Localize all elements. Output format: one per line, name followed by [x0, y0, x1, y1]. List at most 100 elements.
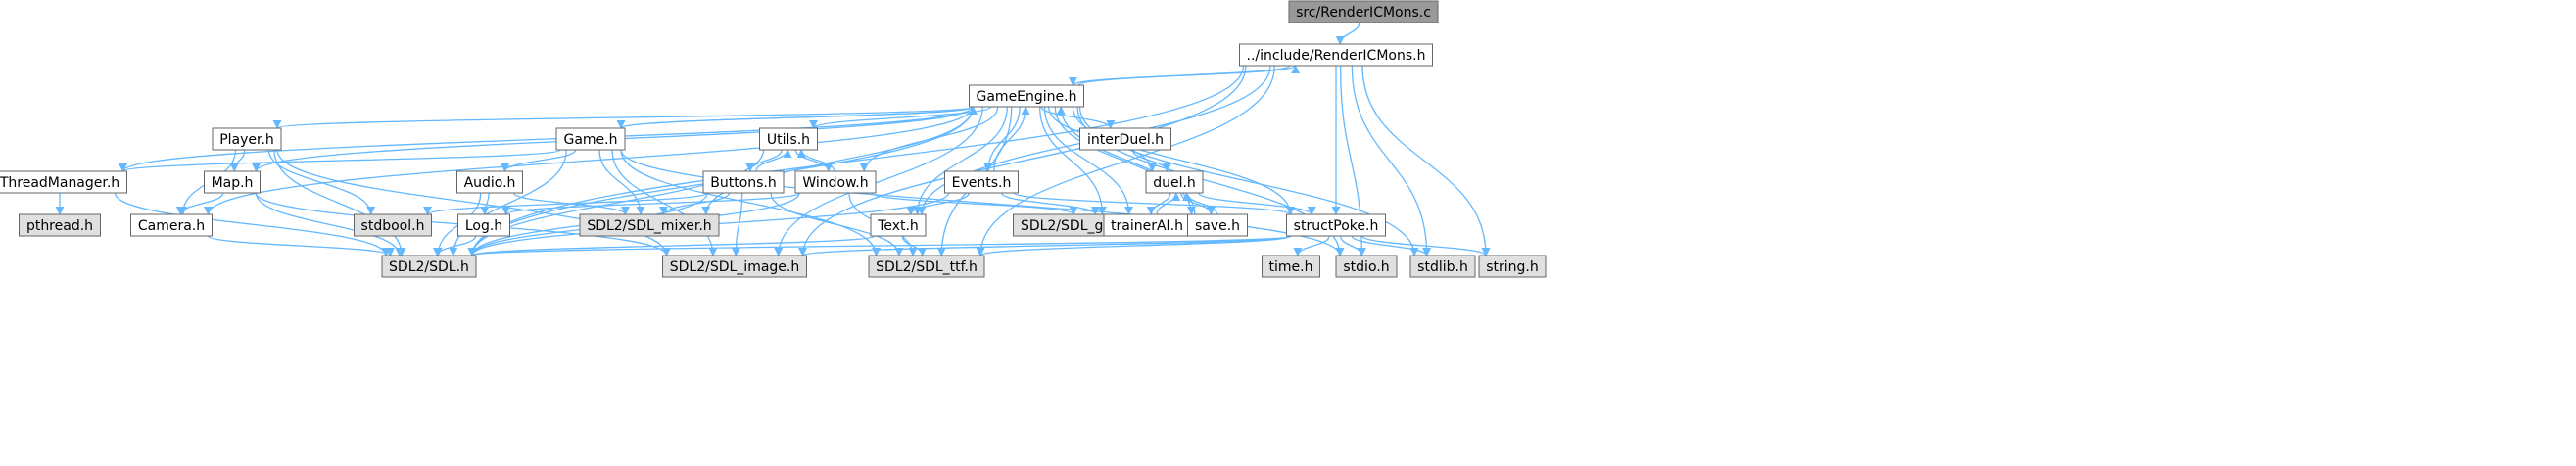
edge-gameengine-to-sdl-mixer	[701, 106, 975, 215]
edge-utils-to-sdl	[467, 149, 765, 256]
edge-game-to-gameengine	[620, 106, 978, 129]
edge-log-to-sdl	[432, 235, 477, 256]
node-stdio: stdio.h	[1335, 255, 1398, 278]
node-label: Camera.h	[138, 218, 205, 234]
node-box	[662, 255, 807, 278]
edge-duel-to-save	[1179, 192, 1216, 215]
node-label: GameEngine.h	[977, 89, 1077, 105]
edge-map-to-sdl	[255, 192, 405, 256]
node-window[interactable]: Window.h	[794, 170, 877, 194]
edge-utils-to-window	[794, 149, 834, 172]
node-buttons[interactable]: Buttons.h	[702, 170, 785, 194]
edge-window-to-sdl-gc	[871, 192, 1078, 215]
nodes-layer: src/RenderICMons.c ../include/RenderICMon…	[0, 0, 1547, 278]
node-label: SDL2/SDL.h	[389, 259, 469, 275]
node-box	[1409, 255, 1476, 278]
node-sdl: SDL2/SDL.h	[381, 255, 477, 278]
node-label: trainerAI.h	[1111, 218, 1183, 234]
node-string: string.h	[1478, 255, 1547, 278]
node-box	[130, 213, 213, 237]
edge-buttons-to-sdl-image	[731, 192, 743, 256]
node-camera[interactable]: Camera.h	[130, 213, 213, 237]
edge-structpoke-to-sdl-ttf	[976, 235, 1292, 256]
node-pthread: pthread.h	[19, 213, 101, 237]
node-label: structPoke.h	[1294, 218, 1379, 234]
node-label: duel.h	[1153, 175, 1196, 191]
node-map[interactable]: Map.h	[204, 170, 261, 194]
edge-player-to-map	[229, 149, 246, 172]
node-box	[1239, 43, 1433, 67]
node-box	[1187, 213, 1248, 237]
node-label: Audio.h	[464, 175, 516, 191]
node-utils[interactable]: Utils.h	[759, 127, 818, 151]
node-audio[interactable]: Audio.h	[456, 170, 523, 194]
node-duel[interactable]: duel.h	[1145, 170, 1204, 194]
edge-gameengine-to-trainerai	[1043, 106, 1134, 215]
node-box	[457, 213, 510, 237]
node-events[interactable]: Events.h	[944, 170, 1019, 194]
node-box	[354, 213, 432, 237]
node-label: save.h	[1195, 218, 1240, 234]
node-structpoke[interactable]: structPoke.h	[1286, 213, 1386, 237]
node-render-h[interactable]: ../include/RenderICMons.h	[1239, 43, 1433, 67]
edge-gameengine-to-camera	[204, 106, 975, 215]
node-threadmanager[interactable]: ThreadManager.h	[0, 170, 127, 194]
node-gameengine[interactable]: GameEngine.h	[969, 84, 1084, 108]
node-box	[212, 127, 282, 151]
node-game[interactable]: Game.h	[555, 127, 626, 151]
node-box	[1478, 255, 1547, 278]
node-box	[204, 170, 261, 194]
edge-game-to-audio	[500, 149, 577, 172]
node-label: pthread.h	[26, 218, 93, 234]
node-box	[381, 255, 477, 278]
node-label: Window.h	[802, 175, 868, 191]
node-box	[19, 213, 101, 237]
node-box	[1079, 127, 1171, 151]
edge-game-to-threadmanager	[119, 149, 561, 172]
node-trainerai[interactable]: trainerAI.h	[1103, 213, 1191, 237]
node-label: Text.h	[877, 218, 919, 234]
node-label: SDL2/SDL_mixer.h	[587, 218, 711, 234]
node-box	[555, 127, 626, 151]
node-text[interactable]: Text.h	[870, 213, 927, 237]
node-label: interDuel.h	[1087, 132, 1164, 148]
node-label: stdlib.h	[1417, 259, 1468, 275]
node-label: stdio.h	[1343, 259, 1389, 275]
edge-duel-to-structpoke	[1198, 192, 1316, 215]
node-save[interactable]: save.h	[1187, 213, 1248, 237]
edge-window-to-utils	[796, 149, 835, 172]
node-box	[1262, 255, 1320, 278]
node-label: Buttons.h	[710, 175, 777, 191]
edge-game-to-sdl	[449, 149, 567, 256]
edge-buttons-to-stdbool	[423, 192, 708, 215]
node-player[interactable]: Player.h	[212, 127, 282, 151]
node-label: SDL2/SDL_ttf.h	[876, 259, 978, 275]
edge-player-to-sdl-image	[276, 149, 671, 256]
edge-trainerai-to-duel	[1156, 192, 1181, 215]
node-interduel[interactable]: interDuel.h	[1079, 127, 1171, 151]
edge-player-to-stdbool	[267, 149, 376, 215]
node-box	[702, 170, 785, 194]
edge-structpoke-to-sdl	[468, 235, 1292, 256]
edge-player-to-sdl	[273, 149, 406, 256]
node-sdl-mixer: SDL2/SDL_mixer.h	[579, 213, 720, 237]
node-box	[870, 213, 927, 237]
node-label: ../include/RenderICMons.h	[1247, 48, 1426, 64]
edge-structpoke-to-string	[1361, 235, 1491, 256]
node-box	[1286, 213, 1386, 237]
node-box	[1145, 170, 1204, 194]
edge-render-h-to-sdl	[467, 65, 1245, 256]
node-render-c[interactable]: src/RenderICMons.c	[1288, 0, 1439, 23]
edge-gameengine-to-structpoke	[1072, 106, 1296, 215]
node-box	[0, 170, 127, 194]
node-log[interactable]: Log.h	[457, 213, 510, 237]
edge-gameengine-to-text	[913, 106, 1008, 215]
edge-render-h-to-stdlib	[1351, 65, 1432, 256]
edge-events-to-structpoke	[1013, 192, 1295, 215]
node-label: Log.h	[465, 218, 502, 234]
edge-gameengine-to-sdl-gc	[1039, 106, 1107, 215]
node-box	[868, 255, 985, 278]
node-box	[944, 170, 1019, 194]
node-label: Player.h	[219, 132, 274, 148]
